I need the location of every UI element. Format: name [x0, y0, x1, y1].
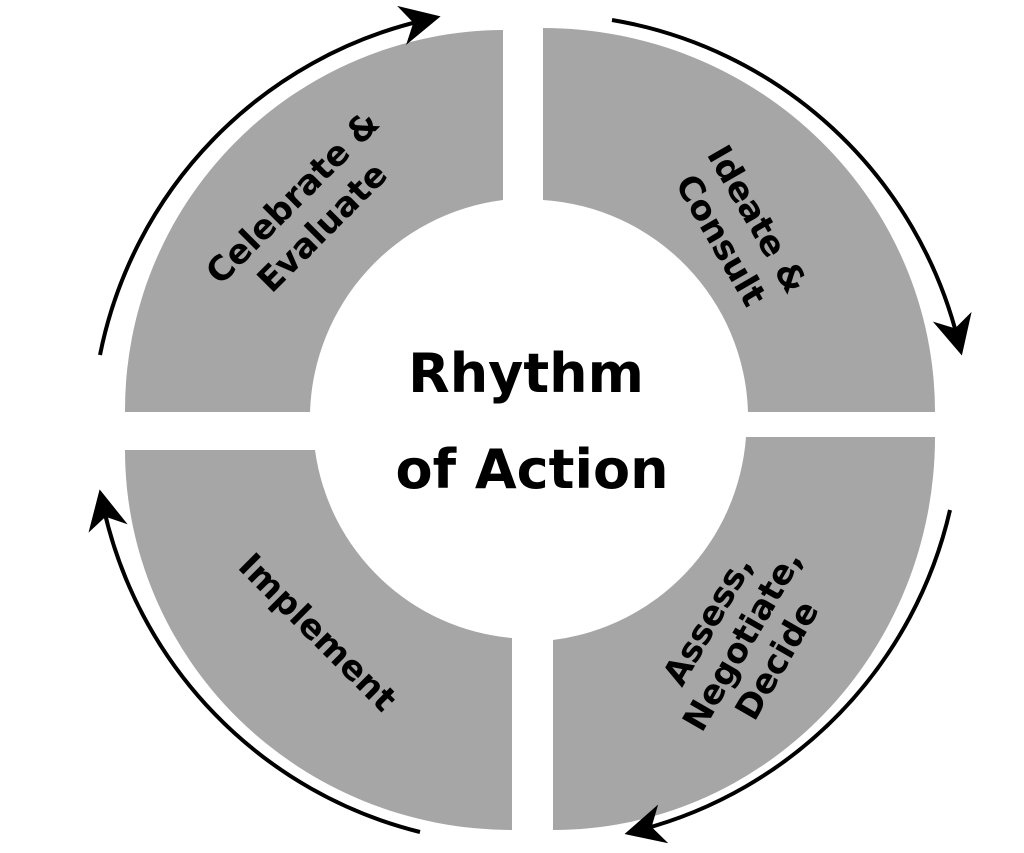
cycle-arrow-bottom-right [624, 509, 952, 844]
cycle-arrow-bottom-left [88, 489, 421, 834]
cycle-arrow-top-right [611, 18, 972, 356]
segment-assess-negotiate-decide [553, 437, 935, 830]
center-title-line-1: Rhythm [408, 342, 644, 405]
center-title-line-2: of Action [395, 438, 668, 501]
segment-ideate-consult [543, 28, 935, 412]
segment-implement [125, 450, 512, 830]
segment-celebrate-evaluate [124, 30, 504, 412]
cycle-arrow-top-left [98, 5, 441, 356]
